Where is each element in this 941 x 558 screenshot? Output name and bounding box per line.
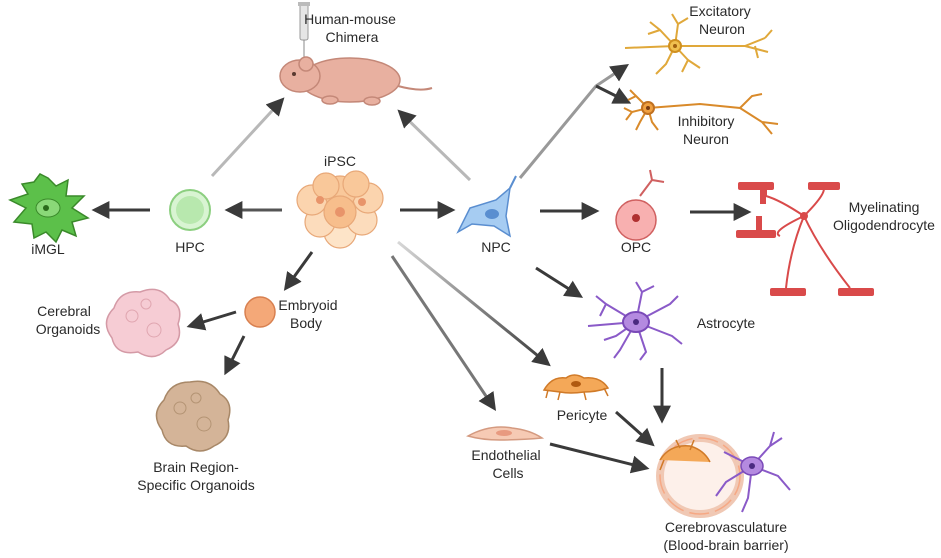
arrow-ipsc-to-endothelial [390, 255, 497, 411]
arrow-pericyte-to-bbb [615, 410, 655, 447]
label-embryoid: Embryoid [278, 297, 337, 313]
label-cerebrovasculature: Cerebrovasculature [665, 519, 787, 535]
label-ipsc: iPSC [324, 153, 356, 169]
cerebral-organoid-icon [105, 288, 181, 358]
label-excitatory-neuron: Neuron [699, 21, 745, 37]
label-specific-organoids: Specific Organoids [137, 477, 255, 493]
region-organoid-icon [155, 380, 231, 452]
label-endothelial: Endothelial [471, 447, 540, 463]
excitatory-neuron-icon [624, 13, 773, 75]
bbb-icon [656, 431, 791, 518]
label-blood-brain-barrier: (Blood-brain barrier) [663, 537, 788, 553]
label-cells: Cells [492, 465, 523, 481]
microglia-icon [8, 173, 90, 244]
npc-icon [456, 175, 517, 238]
label-organoids: Organoids [36, 321, 101, 337]
arrow-npc-to-neurons [518, 64, 629, 179]
endothelial-cell-icon [466, 426, 545, 441]
embryoid-body-icon [244, 296, 276, 328]
syringe-icon [298, 2, 310, 60]
arrow-endothelial-to-bbb [549, 442, 650, 474]
label-astrocyte: Astrocyte [697, 315, 756, 331]
label-hpc: HPC [175, 239, 205, 255]
arrow-hpc-to-mouse [210, 97, 285, 178]
label-inhibitory: Inhibitory [678, 113, 735, 129]
label-imgl: iMGL [31, 241, 65, 257]
labels: Human-mouse Chimera Excitatory Neuron In… [31, 3, 935, 553]
arrow-npc-to-astrocyte [535, 266, 584, 298]
label-human-mouse: Human-mouse [304, 11, 396, 27]
label-body: Body [290, 315, 322, 331]
arrow-embryoid-to-region [224, 335, 246, 376]
label-brain-region: Brain Region- [153, 459, 239, 475]
mouse-icon [279, 56, 433, 106]
arrow-ipsc-to-pericyte [397, 240, 551, 367]
label-cerebral: Cerebral [37, 303, 91, 319]
arrow-npc-to-inhibitory [595, 84, 632, 104]
oligodendrocyte-icon [736, 182, 874, 296]
arrow-ipsc-to-embryoid [283, 251, 314, 291]
label-excitatory: Excitatory [689, 3, 750, 19]
pericyte-icon [542, 374, 610, 401]
label-pericyte: Pericyte [557, 407, 608, 423]
astrocyte-icon [587, 281, 683, 361]
opc-icon [615, 169, 665, 241]
arrows [91, 64, 752, 474]
arrow-embryoid-to-cerebral [186, 310, 237, 331]
label-oligodendrocyte: Oligodendrocyte [833, 217, 935, 233]
ipsc-colony-icon [296, 170, 384, 249]
arrow-npc-to-mouse [397, 109, 472, 182]
hpc-icon [169, 189, 211, 231]
inhibitory-neuron-icon [623, 89, 779, 135]
label-myelinating: Myelinating [849, 199, 920, 215]
label-opc: OPC [621, 239, 651, 255]
label-inhibitory-neuron: Neuron [683, 131, 729, 147]
label-chimera: Chimera [326, 29, 379, 45]
label-npc: NPC [481, 239, 511, 255]
